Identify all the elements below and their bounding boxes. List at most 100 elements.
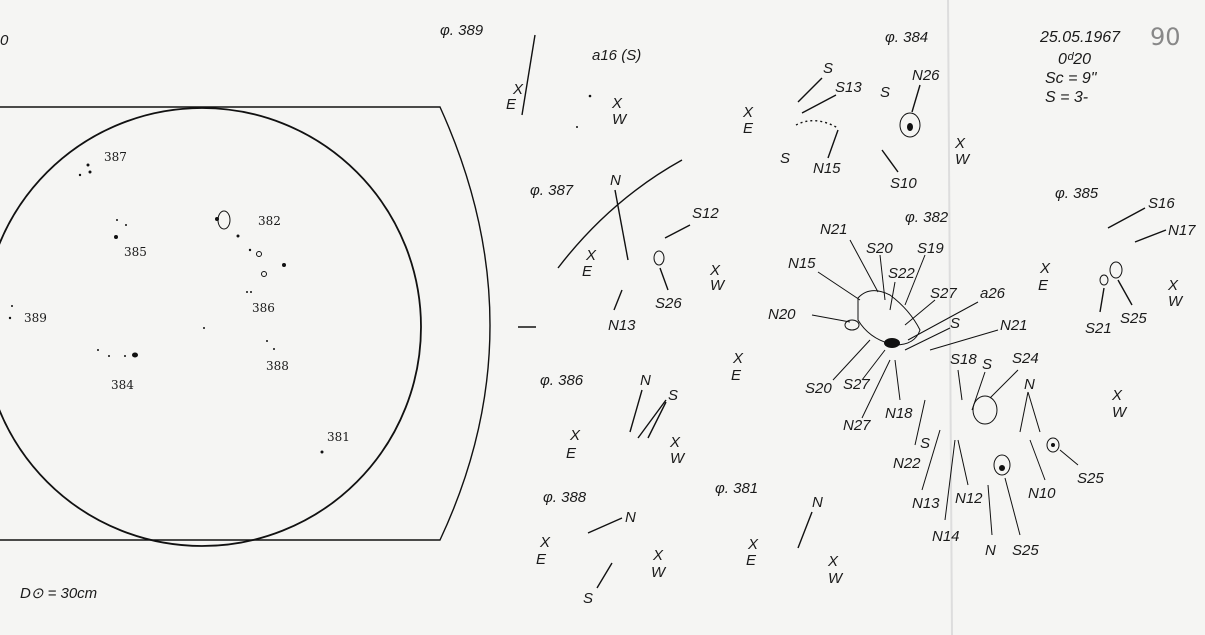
compass-x: X	[539, 534, 551, 551]
compass-east: E	[731, 367, 742, 384]
spot-label: N21	[1000, 317, 1028, 334]
spot-label: S25	[1120, 310, 1147, 327]
compass-west: W	[651, 564, 667, 581]
spot-label: N	[1024, 376, 1035, 393]
spot-label: N26	[912, 67, 940, 84]
disk-frame	[0, 106, 491, 541]
compass-x: X	[747, 536, 759, 553]
spot-label: S	[880, 84, 890, 101]
spot-label: S25	[1077, 470, 1104, 487]
spot-label: N27	[843, 417, 871, 434]
compass-x: X	[732, 350, 744, 367]
disk-label-387: 387	[104, 150, 127, 164]
group-title: φ. 388	[543, 489, 587, 506]
compass-west: W	[828, 570, 844, 587]
group-381: φ. 381 N X E X W	[715, 480, 844, 587]
compass-east: E	[506, 96, 517, 113]
spot-label: S19	[917, 240, 944, 257]
disk-label-388: 388	[266, 359, 289, 373]
spot-label: N22	[893, 455, 921, 472]
spot-label: N10	[1028, 485, 1056, 502]
spot-label: S18	[950, 351, 977, 368]
disk-label-389: 389	[24, 311, 47, 325]
compass-east: E	[1038, 277, 1049, 294]
disk-label-384: 384	[111, 378, 134, 392]
spot-label: S20	[805, 380, 832, 397]
page-number: 90	[1150, 23, 1181, 51]
compass-west: W	[710, 277, 726, 294]
group-384: φ. 384 S S13 N26 S S N15 S10 X W X E	[742, 29, 971, 192]
disk-scale: D⊙ = 30cm	[20, 585, 97, 602]
disk-label-381: 381	[327, 430, 350, 444]
spot-label: S27	[930, 285, 957, 302]
compass-x: X	[709, 262, 721, 279]
compass-x: X	[1167, 277, 1179, 294]
corner-mark: 0	[0, 32, 9, 49]
disk-label-386: 386	[252, 301, 275, 315]
solar-disk	[0, 107, 422, 547]
spot-label: N21	[820, 221, 848, 238]
spot-label: S	[823, 60, 833, 77]
compass-east: E	[743, 120, 754, 137]
compass-x: X	[742, 104, 754, 121]
disk-spots	[8, 163, 324, 454]
spot-label: S20	[866, 240, 893, 257]
compass-east: E	[536, 551, 547, 568]
compass-x: X	[585, 247, 597, 264]
spot-label: N13	[608, 317, 636, 334]
group-386: φ. 386 N S X E X W	[540, 372, 686, 467]
spot-label: S	[982, 356, 992, 373]
group-387: φ. 387 N S12 X E X W S26 N13	[530, 159, 726, 334]
spot-label: N	[625, 509, 636, 526]
group-389: φ. 389 a16 (S) X E X W	[440, 22, 641, 128]
seeing-value: Sc = 9"	[1045, 70, 1098, 87]
group-385: φ. 385 S16 N17 S21 S25 X W	[1055, 185, 1196, 337]
group-title: φ. 386	[540, 372, 584, 389]
compass-east: E	[582, 263, 593, 280]
spot-label: N12	[955, 490, 983, 507]
compass-x: X	[827, 553, 839, 570]
spot-label: N	[640, 372, 651, 389]
compass-x: X	[652, 547, 664, 564]
spot-label: S24	[1012, 350, 1039, 367]
observation-date: 25.05.1967	[1039, 29, 1121, 46]
spot-label: S	[920, 435, 930, 452]
spot-label: S16	[1148, 195, 1175, 212]
spot-label: S21	[1085, 320, 1112, 337]
spot-label: a26	[980, 285, 1006, 302]
disk-label-382: 382	[258, 214, 281, 228]
spot-label: S	[668, 387, 678, 404]
group-title: φ. 381	[715, 480, 758, 497]
compass-west: W	[1168, 293, 1184, 310]
spot-label: N18	[885, 405, 913, 422]
compass-x: X	[954, 135, 966, 152]
spot-label: N14	[932, 528, 960, 545]
spot-label: S	[950, 315, 960, 332]
compass-x: X	[569, 427, 581, 444]
group-title: φ. 387	[530, 182, 574, 199]
compass-west: W	[612, 111, 628, 128]
compass-x: X	[1039, 260, 1051, 277]
spot-label: S12	[692, 205, 719, 222]
compass-west: W	[955, 151, 971, 168]
group-title: φ. 382	[905, 209, 949, 226]
spot-label: S22	[888, 265, 915, 282]
compass-east: E	[566, 445, 577, 462]
compass-x: X	[512, 81, 524, 98]
spot-label: N	[812, 494, 823, 511]
group-388: φ. 388 N X E X W S	[536, 489, 667, 607]
compass-west: W	[670, 450, 686, 467]
observation-time: 0ᵈ20	[1058, 51, 1091, 68]
group-382: φ. 382 N21 S20 S19 N15 S22 S27 a26 N20 S…	[731, 209, 1128, 559]
spot-label: S26	[655, 295, 682, 312]
disk-label-385: 385	[124, 245, 147, 259]
spot-label: N	[985, 542, 996, 559]
spot-label: S	[780, 150, 790, 167]
group-title: φ. 385	[1055, 185, 1099, 202]
spot-label: N15	[813, 160, 841, 177]
group-title: φ. 384	[885, 29, 928, 46]
disk-labels: 387 385 382 386 389 384 388 381	[24, 150, 350, 444]
compass-x: X	[611, 95, 623, 112]
